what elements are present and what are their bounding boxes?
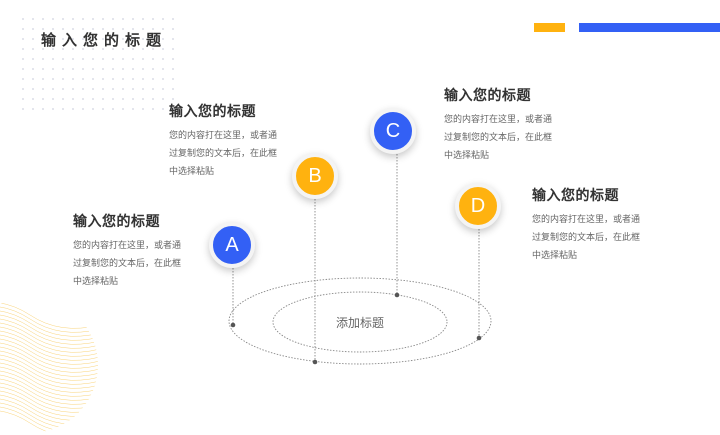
block-c-title: 输入您的标题 xyxy=(444,88,531,104)
anchor-dot-d xyxy=(476,335,482,341)
dot-grid-decoration xyxy=(18,14,178,114)
ellipse-diagram xyxy=(228,154,492,365)
marker-a-letter: A xyxy=(225,233,239,256)
text-block-b: 输入您的标题 您的内容打在这里，或者通过复制您的文本后，在此框中选择粘贴 xyxy=(169,101,329,181)
marker-b: B xyxy=(292,153,338,199)
center-label: 添加标题 xyxy=(335,316,384,330)
text-block-c: 输入您的标题 您的内容打在这里，或者通过复制您的文本后，在此框中选择粘贴 xyxy=(444,85,604,165)
anchor-dot-c xyxy=(394,292,400,298)
marker-c: C xyxy=(370,108,416,154)
block-b-title: 输入您的标题 xyxy=(169,104,256,120)
marker-b-letter: B xyxy=(308,164,322,187)
text-block-a: 输入您的标题 您的内容打在这里，或者通过复制您的文本后，在此框中选择粘贴 xyxy=(73,211,233,291)
block-d-title: 输入您的标题 xyxy=(532,188,619,204)
marker-a: A xyxy=(209,222,255,268)
block-a-body: 您的内容打在这里，或者通过复制您的文本后，在此框中选择粘贴 xyxy=(73,241,182,287)
accent-bar-yellow xyxy=(534,23,565,32)
marker-d-letter: D xyxy=(470,194,486,217)
slide-title: 输入您的标题 xyxy=(41,31,168,49)
block-c-body: 您的内容打在这里，或者通过复制您的文本后，在此框中选择粘贴 xyxy=(444,115,553,161)
inner-ellipse xyxy=(272,291,448,353)
marker-c-letter: C xyxy=(385,119,401,142)
accent-bar-blue xyxy=(579,23,720,32)
marker-d: D xyxy=(455,183,501,229)
anchor-dot-a xyxy=(230,322,236,328)
outer-ellipse xyxy=(228,277,492,365)
block-a-title: 输入您的标题 xyxy=(73,214,160,230)
text-block-d: 输入您的标题 您的内容打在这里，或者通过复制您的文本后，在此框中选择粘贴 xyxy=(532,185,692,265)
block-d-body: 您的内容打在这里，或者通过复制您的文本后，在此框中选择粘贴 xyxy=(532,215,641,261)
block-b-body: 您的内容打在这里，或者通过复制您的文本后，在此框中选择粘贴 xyxy=(169,131,278,177)
anchor-dot-b xyxy=(312,359,318,365)
